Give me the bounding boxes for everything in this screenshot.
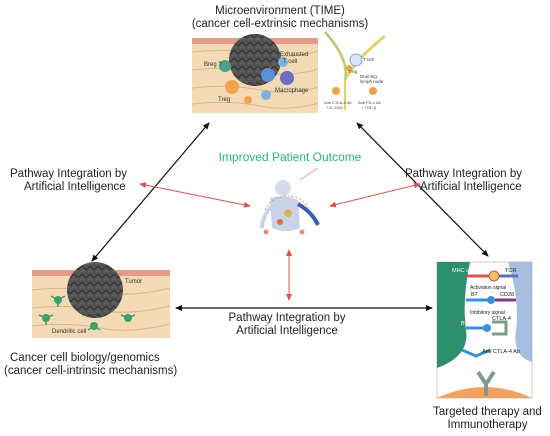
left-edge-label-line1: Pathway Integration by [10, 168, 127, 180]
svg-text:Dendritic cell: Dendritic cell [52, 329, 86, 335]
svg-text:Anti CTLA-4 Ab: Anti CTLA-4 Ab [482, 349, 520, 355]
left-edge-label-line2: Artificial Intelligence [24, 181, 126, 193]
breg-cell [219, 60, 231, 72]
macrophage-cell [280, 71, 294, 85]
svg-text:+ TGF-β: + TGF-β [361, 105, 377, 110]
svg-text:T cell: T cell [363, 57, 374, 62]
svg-text:Treg: Treg [218, 97, 230, 103]
svg-text:CTLA-4: CTLA-4 [492, 316, 511, 322]
top-subtitle: (cancer cell-extrinsic mechanisms) [191, 18, 369, 30]
lymph-node-illustration: T cell Treg Draining lymph node Anti CTL… [318, 30, 390, 114]
antigen-presenting-cell [437, 262, 470, 368]
svg-text:Tumor: Tumor [125, 279, 142, 285]
bottom-edge-label-line1: Pathway Integration by [228, 312, 346, 324]
treg-cell [225, 80, 239, 94]
bottom-edge-label-line2: Artificial Intelligence [236, 325, 338, 337]
svg-text:Macrophage: Macrophage [275, 88, 309, 94]
center-title: Improved Patient Outcome [218, 150, 362, 164]
right-outcome-arrow [329, 182, 421, 208]
svg-text:Anti PD-1 Ab: Anti PD-1 Ab [358, 100, 382, 105]
t-cell [508, 262, 532, 362]
svg-text:Breg ?: Breg ? [204, 62, 222, 68]
svg-text:B7: B7 [461, 321, 468, 327]
bottom-right-subtitle: Immunotherapy [447, 419, 528, 431]
svg-text:Inhibitory signal: Inhibitory signal [470, 310, 505, 316]
cancer-cell-illustration: Tumor Dendritic cell [31, 262, 171, 338]
svg-text:Activation signal: Activation signal [470, 285, 506, 291]
svg-text:Anti CTLA-4 Ab: Anti CTLA-4 Ab [324, 100, 352, 105]
bottom-right-title: Targeted therapy and [433, 406, 542, 418]
svg-text:+ IL-15/IL: + IL-15/IL [326, 105, 344, 110]
svg-text:MHC class I: MHC class I [452, 268, 482, 274]
svg-text:TCR: TCR [505, 268, 516, 274]
svg-text:lymph node: lymph node [360, 79, 384, 84]
left-outcome-arrow [139, 182, 251, 208]
svg-text:B7: B7 [471, 292, 478, 298]
immunotherapy-illustration: MHC class I TCR Activation signal B7 CD2… [436, 261, 533, 399]
exhausted-t-cell [261, 68, 275, 82]
patient-illustration [260, 167, 320, 235]
svg-text:Exhausted: Exhausted [280, 52, 308, 58]
top-title: Microenvironment (TIME) [215, 5, 345, 17]
right-edge-label-line1: Pathway Integration by [405, 168, 522, 180]
svg-text:T cell: T cell [283, 59, 297, 65]
svg-text:CD28: CD28 [500, 292, 514, 298]
right-edge-label-line2: Artificial Intelligence [420, 181, 522, 193]
bottom-left-subtitle: (cancer cell-intrinsic mechanisms) [4, 365, 178, 377]
tumor-mass-bottom [67, 262, 123, 318]
svg-text:Treg: Treg [348, 69, 358, 74]
bottom-left-title: Cancer cell biology/genomics [10, 352, 160, 364]
svg-text:Draining: Draining [360, 74, 377, 79]
microenvironment-illustration: Breg ? Treg Exhausted T cell Macrophage [191, 34, 323, 113]
right-integration-arrow [356, 122, 489, 257]
